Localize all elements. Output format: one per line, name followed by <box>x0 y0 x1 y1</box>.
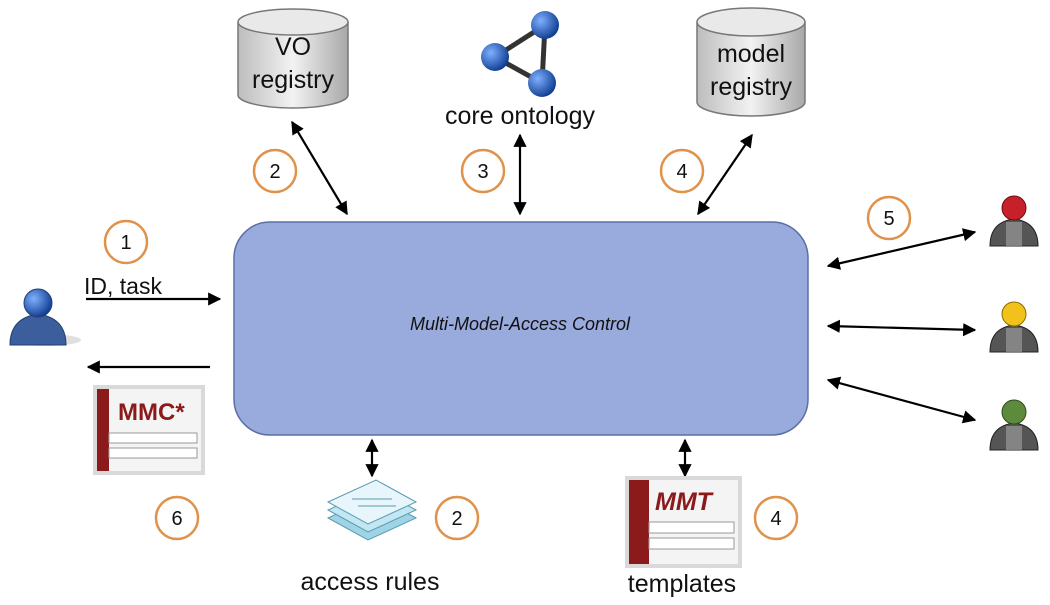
templates-label: templates <box>628 570 736 598</box>
step-circle-1: 1 <box>103 219 149 265</box>
user-icon-green <box>989 399 1039 451</box>
arrow-user-red <box>826 228 977 270</box>
step-circle-6: 6 <box>154 495 200 541</box>
vo-registry-label-line1: VO <box>275 33 311 61</box>
model-registry-label-line2: registry <box>710 73 792 101</box>
vo-registry-database-icon <box>237 8 349 109</box>
central-box <box>233 221 809 436</box>
model-registry-database-icon <box>696 7 806 117</box>
user-icon-red <box>989 195 1039 247</box>
model-registry-label-line1: model <box>717 40 785 68</box>
access-rules-label: access rules <box>301 568 440 596</box>
access-rules-stack-icon <box>326 479 418 541</box>
svg-text:2: 2 <box>451 508 462 530</box>
mmt-document-title: MMT <box>655 488 715 516</box>
step-circle-5: 5 <box>866 195 912 241</box>
svg-text:5: 5 <box>883 208 894 230</box>
mmc-document-icon <box>93 385 205 475</box>
vo-registry-label-line2: registry <box>252 66 334 94</box>
svg-text:2: 2 <box>269 161 280 183</box>
user-icon-yellow <box>989 301 1039 353</box>
mmc-document-title: MMC* <box>118 399 185 426</box>
arrow-user-yellow <box>826 319 977 337</box>
step-circle-2-top: 2 <box>252 148 298 194</box>
svg-text:4: 4 <box>676 161 687 183</box>
ontology-graph-icon <box>481 11 559 97</box>
svg-text:6: 6 <box>171 508 182 530</box>
arrow-user-green <box>826 376 977 424</box>
step-circle-4-top: 4 <box>659 148 705 194</box>
input-label: ID, task <box>84 273 162 299</box>
arrow-model-registry <box>697 133 753 216</box>
mmt-document-icon <box>625 476 742 568</box>
step-circle-3: 3 <box>460 148 506 194</box>
svg-text:4: 4 <box>770 508 781 530</box>
svg-text:1: 1 <box>120 232 131 254</box>
central-box-label: Multi-Model-Access Control <box>410 314 631 334</box>
svg-text:3: 3 <box>477 161 488 183</box>
step-circle-2-bottom: 2 <box>434 495 480 541</box>
arrow-vo-registry <box>291 120 348 216</box>
step-circle-4-bottom: 4 <box>753 495 799 541</box>
core-ontology-label: core ontology <box>445 102 596 130</box>
user-icon-left <box>9 288 81 346</box>
